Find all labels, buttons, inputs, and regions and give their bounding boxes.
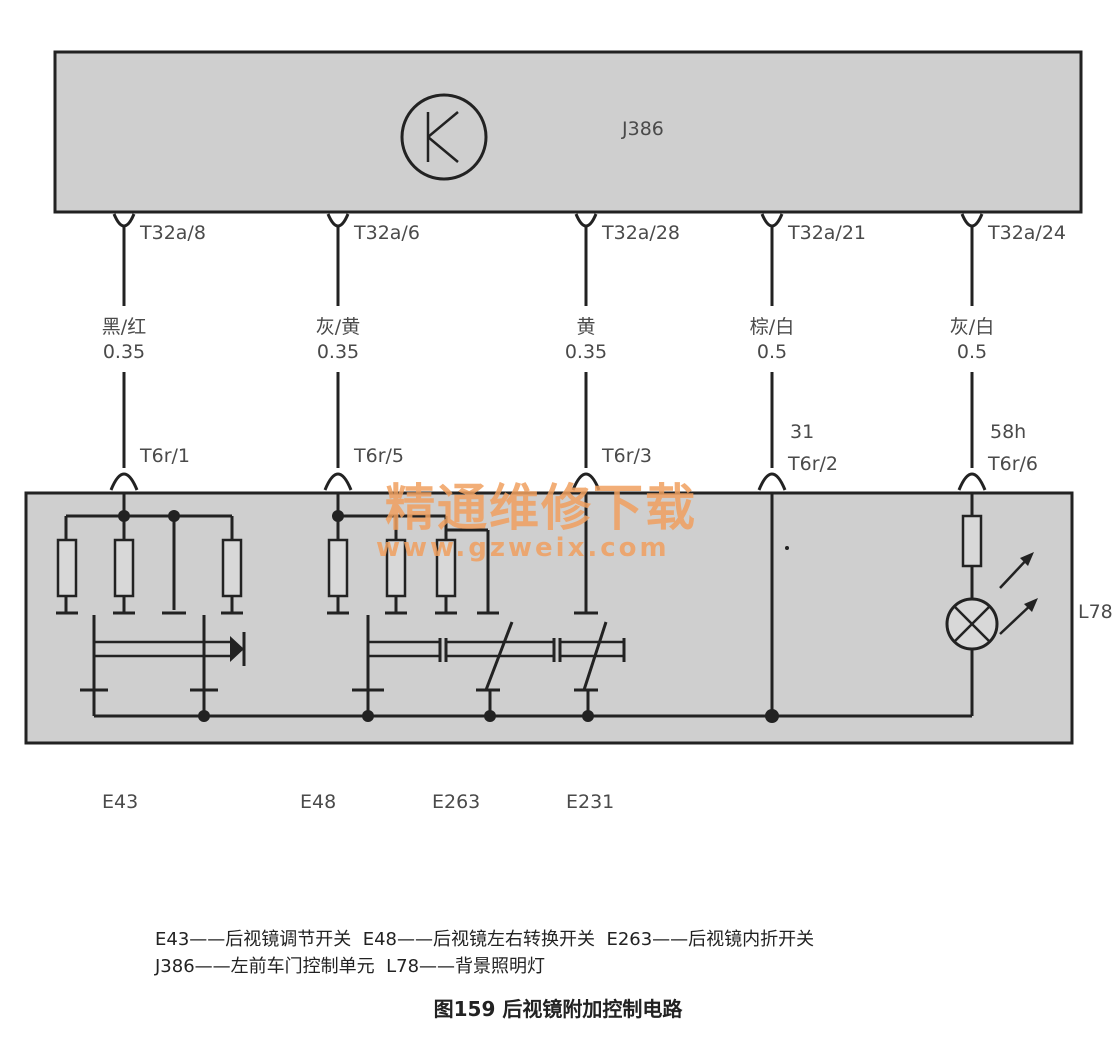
wire-color-label: 黄: [576, 316, 595, 338]
legend-line-1: E43——后视镜调节开关 E48——后视镜左右转换开关 E263——后视镜内折开…: [155, 929, 815, 950]
top-connector-label: T32a/21: [787, 222, 866, 244]
lamp-resistor: [961, 514, 983, 568]
bottom-connector-label: T6r/6: [987, 453, 1038, 475]
component-e231: E231: [566, 791, 614, 813]
wire-size-label: 0.35: [103, 341, 145, 363]
relay-k-glyph: [426, 111, 459, 163]
top-connector-label: T32a/24: [987, 222, 1066, 244]
control-unit-j386-box: [53, 50, 1083, 214]
lamp-label: L78: [1078, 601, 1113, 623]
watermark-url: www.gzweix.com: [376, 533, 670, 563]
component-e263: E263: [432, 791, 480, 813]
wire-size-label: 0.35: [317, 341, 359, 363]
control-unit-label: J386: [621, 118, 664, 140]
bottom-connector-label: T6r/3: [601, 445, 652, 467]
wire-size-label: 0.5: [757, 341, 787, 363]
top-connector-label: T32a/28: [601, 222, 680, 244]
bottom-connector-socket: [571, 472, 601, 491]
figure-title: 图159 后视镜附加控制电路: [433, 997, 683, 1021]
resistor: [221, 538, 243, 598]
bottom-connector-socket: [323, 472, 353, 491]
resistor: [327, 538, 349, 598]
resistor: [113, 538, 135, 598]
relay-k-icon: [400, 93, 488, 181]
top-connector-socket: [960, 213, 984, 228]
component-e43: E43: [102, 791, 138, 813]
terminal-31-label: 31: [790, 421, 814, 443]
bottom-connector-label: T6r/5: [353, 445, 404, 467]
top-connector-socket: [326, 213, 350, 228]
wire-size-label: 0.35: [565, 341, 607, 363]
bottom-connector-label: T6r/2: [787, 453, 838, 475]
bottom-connector-socket: [757, 472, 787, 491]
legend-line-2: J386——左前车门控制单元 L78——背景照明灯: [155, 956, 546, 977]
terminal-58h-label: 58h: [990, 421, 1026, 443]
bottom-connector-label: T6r/1: [139, 445, 190, 467]
component-e48: E48: [300, 791, 336, 813]
wire-size-label: 0.5: [957, 341, 987, 363]
switch-circuit: [56, 492, 1038, 723]
wire-color-label: 灰/黄: [316, 316, 360, 338]
resistor: [56, 538, 78, 598]
top-connector-label: T32a/8: [139, 222, 206, 244]
switch-module-box: [24, 491, 1074, 745]
wire-color-label: 棕/白: [750, 316, 794, 338]
top-connector-label: T32a/6: [353, 222, 420, 244]
bottom-connector-socket: [109, 472, 139, 491]
wire-color-label: 灰/白: [950, 316, 994, 338]
bottom-connector-socket: [957, 472, 987, 491]
top-connector-socket: [760, 213, 784, 228]
top-connector-socket: [574, 213, 598, 228]
top-connector-socket: [112, 213, 136, 228]
watermark-cn: 精通维修下载: [385, 479, 697, 537]
wire-color-label: 黑/红: [102, 316, 146, 338]
